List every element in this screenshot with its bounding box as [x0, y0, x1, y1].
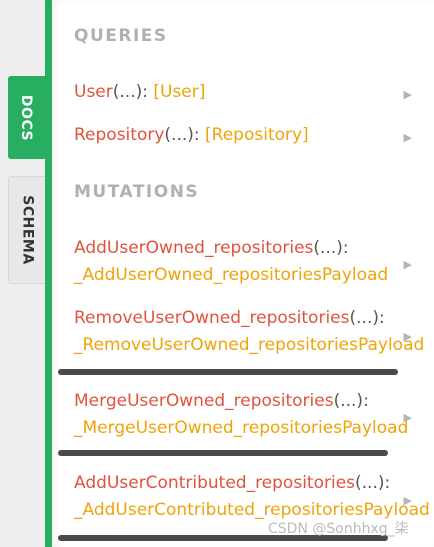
watermark: CSDN @Sonhhxg_柒 — [268, 521, 409, 537]
triangle-right-icon[interactable]: ▶ — [403, 494, 412, 507]
field-type[interactable]: _AddUserOwned_repositoriesPayload — [74, 265, 389, 285]
field-colon: : — [384, 473, 391, 493]
docs-explorer-panel[interactable]: QUERIES User(...): [User] ▶ Repository(.… — [52, 0, 434, 547]
triangle-right-icon[interactable]: ▶ — [403, 88, 412, 101]
field-type[interactable]: _AddUserContributed_repositoriesPayload — [74, 500, 430, 520]
query-item-repository[interactable]: Repository(...): [Repository] — [74, 122, 309, 149]
field-colon: : — [342, 238, 349, 258]
queries-section-title: QUERIES — [74, 26, 168, 46]
mutation-item-add-user-contributed-repositories[interactable]: AddUserContributed_repositories(...): _A… — [74, 470, 430, 524]
field-type[interactable]: _MergeUserOwned_repositoriesPayload — [74, 418, 409, 438]
field-name[interactable]: AddUserOwned_repositories — [74, 238, 314, 258]
field-type[interactable]: _RemoveUserOwned_repositoriesPayload — [74, 335, 425, 355]
field-args[interactable]: (...) — [164, 125, 194, 145]
field-type[interactable]: [Repository] — [205, 125, 309, 145]
field-type[interactable]: [User] — [153, 82, 206, 102]
mutation-item-merge-user-owned-repositories[interactable]: MergeUserOwned_repositories(...): _Merge… — [74, 388, 408, 442]
tab-docs-label: DOCS — [18, 94, 35, 141]
field-colon: : — [142, 82, 148, 102]
docs-panel-accent-bar — [45, 0, 52, 547]
triangle-right-icon[interactable]: ▶ — [403, 131, 412, 144]
triangle-right-icon[interactable]: ▶ — [403, 258, 412, 271]
field-args[interactable]: (...) — [349, 308, 379, 328]
tab-schema-label: SCHEMA — [19, 195, 36, 265]
horizontal-scrollbar[interactable] — [58, 369, 398, 375]
field-args[interactable]: (...) — [313, 238, 343, 258]
mutations-section-title: MUTATIONS — [74, 182, 200, 202]
query-item-user[interactable]: User(...): [User] — [74, 79, 205, 106]
tab-schema[interactable]: SCHEMA — [8, 176, 46, 284]
horizontal-scrollbar[interactable] — [58, 450, 388, 456]
triangle-right-icon[interactable]: ▶ — [403, 330, 412, 343]
field-colon: : — [363, 391, 369, 411]
tab-docs[interactable]: DOCS — [8, 76, 45, 159]
mutation-item-remove-user-owned-repositories[interactable]: RemoveUserOwned_repositories(...): _Remo… — [74, 305, 424, 359]
field-args[interactable]: (...) — [355, 473, 385, 493]
triangle-right-icon[interactable]: ▶ — [403, 411, 412, 424]
field-name[interactable]: User — [74, 82, 113, 102]
mutation-item-add-user-owned-repositories[interactable]: AddUserOwned_repositories(...): _AddUser… — [74, 235, 388, 289]
horizontal-scrollbar[interactable] — [58, 535, 388, 541]
field-name[interactable]: AddUserContributed_repositories — [74, 473, 356, 493]
field-colon: : — [378, 308, 385, 328]
field-args[interactable]: (...) — [112, 82, 143, 102]
field-args[interactable]: (...) — [333, 391, 364, 411]
field-name[interactable]: Repository — [74, 125, 165, 145]
field-colon: : — [193, 125, 200, 145]
field-name[interactable]: MergeUserOwned_repositories — [74, 391, 334, 411]
field-name[interactable]: RemoveUserOwned_repositories — [74, 308, 350, 328]
